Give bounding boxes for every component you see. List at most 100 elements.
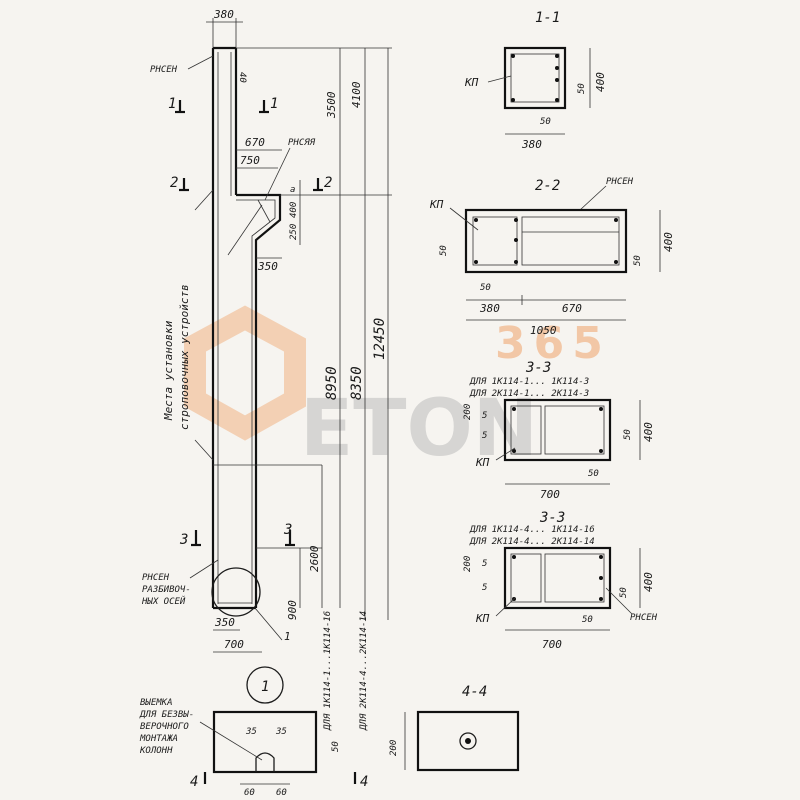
- detail-1-marker-4a: 4: [190, 774, 198, 790]
- section-2-2-d380: 380: [479, 302, 500, 315]
- detail-1-marker-4b: 4: [360, 774, 368, 790]
- dim-2600: 2600: [308, 545, 321, 572]
- watermark-number: 365: [495, 318, 611, 369]
- dim-350: 350: [257, 260, 278, 273]
- section-3-3b-d5a: 5: [482, 559, 487, 569]
- detail-1-title-4: МОНТАЖА: [139, 734, 178, 744]
- section-3-3b-d5b: 5: [482, 583, 487, 593]
- kp-leader: [449, 207, 479, 231]
- section-2-2-d50a: 50: [439, 245, 449, 256]
- rnsen-leader: [579, 185, 607, 211]
- rebar-dot: [599, 449, 603, 453]
- section-3-3b: 3-3 ДЛЯ 1К114-4... 1К114-16 ДЛЯ 2К114-4.…: [463, 510, 658, 651]
- section-2-2-d50b: 50: [633, 255, 643, 266]
- label-axes-2: НЫХ ОСЕЙ: [141, 595, 186, 607]
- section-3-3b-note-1: ДЛЯ 1К114-4... 1К114-16: [469, 525, 595, 535]
- section-3-3a-d400: 400: [642, 422, 655, 442]
- rebar-dot: [555, 78, 559, 82]
- section-2-2: 2-2 РНСЕН КП 50 50 400 50 380 670 1050: [429, 177, 675, 337]
- marker-label: 1: [270, 96, 278, 112]
- side-note-2: ДЛЯ 2К114-4...2К114-14: [359, 611, 369, 731]
- dim-8950: 8950: [324, 366, 340, 400]
- section-2-2-d400: 400: [662, 232, 675, 252]
- section-3-3a-d50b: 50: [588, 469, 599, 479]
- section-2-2-d50c: 50: [480, 283, 491, 293]
- section-3-3a-d50a: 50: [623, 429, 633, 440]
- dim-4100: 4100: [350, 81, 363, 108]
- label-rnsen-mid: РНСЯЯ: [288, 138, 316, 148]
- marker-label: 1: [168, 96, 176, 112]
- label-rnsen-top: РНСЕН: [150, 65, 178, 75]
- rebar-dot: [512, 407, 516, 411]
- rebar-dot: [555, 98, 559, 102]
- note-leader-bottom: [194, 439, 214, 461]
- console-rebar: [236, 199, 276, 604]
- section-3-3a: 3-3 ДЛЯ 1К114-1... 1К114-3 ДЛЯ 2К114-1..…: [463, 360, 655, 501]
- console-diagonal-bar: [227, 204, 263, 256]
- section-3-3b-kp: КП: [475, 612, 490, 625]
- section-3-3b-d700: 700: [542, 638, 562, 651]
- rebar-dot: [514, 260, 518, 264]
- detail-1-title-1: ВЫЕМКА: [140, 698, 173, 708]
- rebar-left: [510, 553, 542, 603]
- section-1-1-d400: 400: [594, 72, 607, 92]
- rebar-dot: [555, 54, 559, 58]
- section-3-3b-d50a: 50: [619, 587, 629, 598]
- section-3-3b-note-2: ДЛЯ 2К114-4... 2К114-14: [469, 537, 595, 547]
- leader-rnsen-bottom: [189, 559, 219, 579]
- section-2-2-rebar-left: [472, 216, 518, 266]
- vertical-note-1: Места установки: [162, 320, 175, 421]
- rebar-right: [544, 405, 605, 455]
- section-3-3a-d5a: 5: [482, 411, 487, 421]
- section-1-1-rebar: [510, 53, 560, 103]
- section-2-2-d1050: 1050: [530, 324, 557, 337]
- section-3-3a-note-2: ДЛЯ 2К114-1... 2К114-3: [469, 389, 589, 399]
- dim-a: a: [290, 185, 295, 195]
- section-4-4-outline: [416, 710, 520, 772]
- rebar-dot: [474, 218, 478, 222]
- detail-1-outline: [212, 710, 318, 774]
- hole-center: [465, 738, 471, 744]
- detail-1-d35a: 35: [245, 727, 257, 737]
- section-marker-1: 1 1: [168, 96, 278, 114]
- detail-1-leader: [199, 721, 263, 761]
- console-inner-bar: [257, 199, 271, 223]
- rebar-dot: [511, 98, 515, 102]
- rebar-dot: [614, 260, 618, 264]
- section-3-3a-d700: 700: [540, 488, 560, 501]
- rebar-dot: [555, 66, 559, 70]
- section-1-1: 1-1 КП 400 50 50 380: [464, 10, 607, 151]
- section-2-2-rnsen: РНСЕН: [606, 177, 634, 187]
- rebar-left: [510, 405, 542, 455]
- dim-350b: 350: [214, 616, 235, 629]
- dim-3500: 3500: [325, 91, 338, 119]
- section-3-3a-title: 3-3: [525, 360, 551, 376]
- marker-label: 3: [283, 522, 292, 538]
- section-3-3b-d200: 200: [463, 556, 473, 572]
- section-3-3b-d400: 400: [642, 572, 655, 592]
- dim-8350: 8350: [349, 366, 365, 400]
- watermark-hex-icon: [184, 305, 306, 441]
- section-3-3a-d5b: 5: [482, 431, 487, 441]
- kp-leader: [495, 597, 516, 617]
- dim-top-380: 380: [213, 8, 234, 21]
- detail-1-callout-circle: [246, 666, 284, 704]
- detail-1-title-3: ВЕРОЧНОГО: [140, 722, 189, 732]
- section-marker-3: 3 3: [179, 522, 295, 548]
- detail-circle: [211, 567, 261, 617]
- console-outline: [236, 193, 282, 608]
- marker-label: 3: [179, 532, 188, 548]
- detail-1-d60b: 60: [276, 788, 287, 798]
- section-3-3a-outline: [503, 398, 612, 462]
- section-2-2-outline: [464, 208, 628, 274]
- label-rnsen-bottom: РНСЕН: [142, 573, 170, 583]
- section-1-1-d50a: 50: [577, 83, 587, 94]
- note-leader-top: [194, 189, 214, 211]
- dim-750: 750: [240, 154, 260, 167]
- rebar-dot: [512, 555, 516, 559]
- rebar-dot: [599, 407, 603, 411]
- dim-400-console: 400: [289, 202, 299, 218]
- rebar-dot: [512, 449, 516, 453]
